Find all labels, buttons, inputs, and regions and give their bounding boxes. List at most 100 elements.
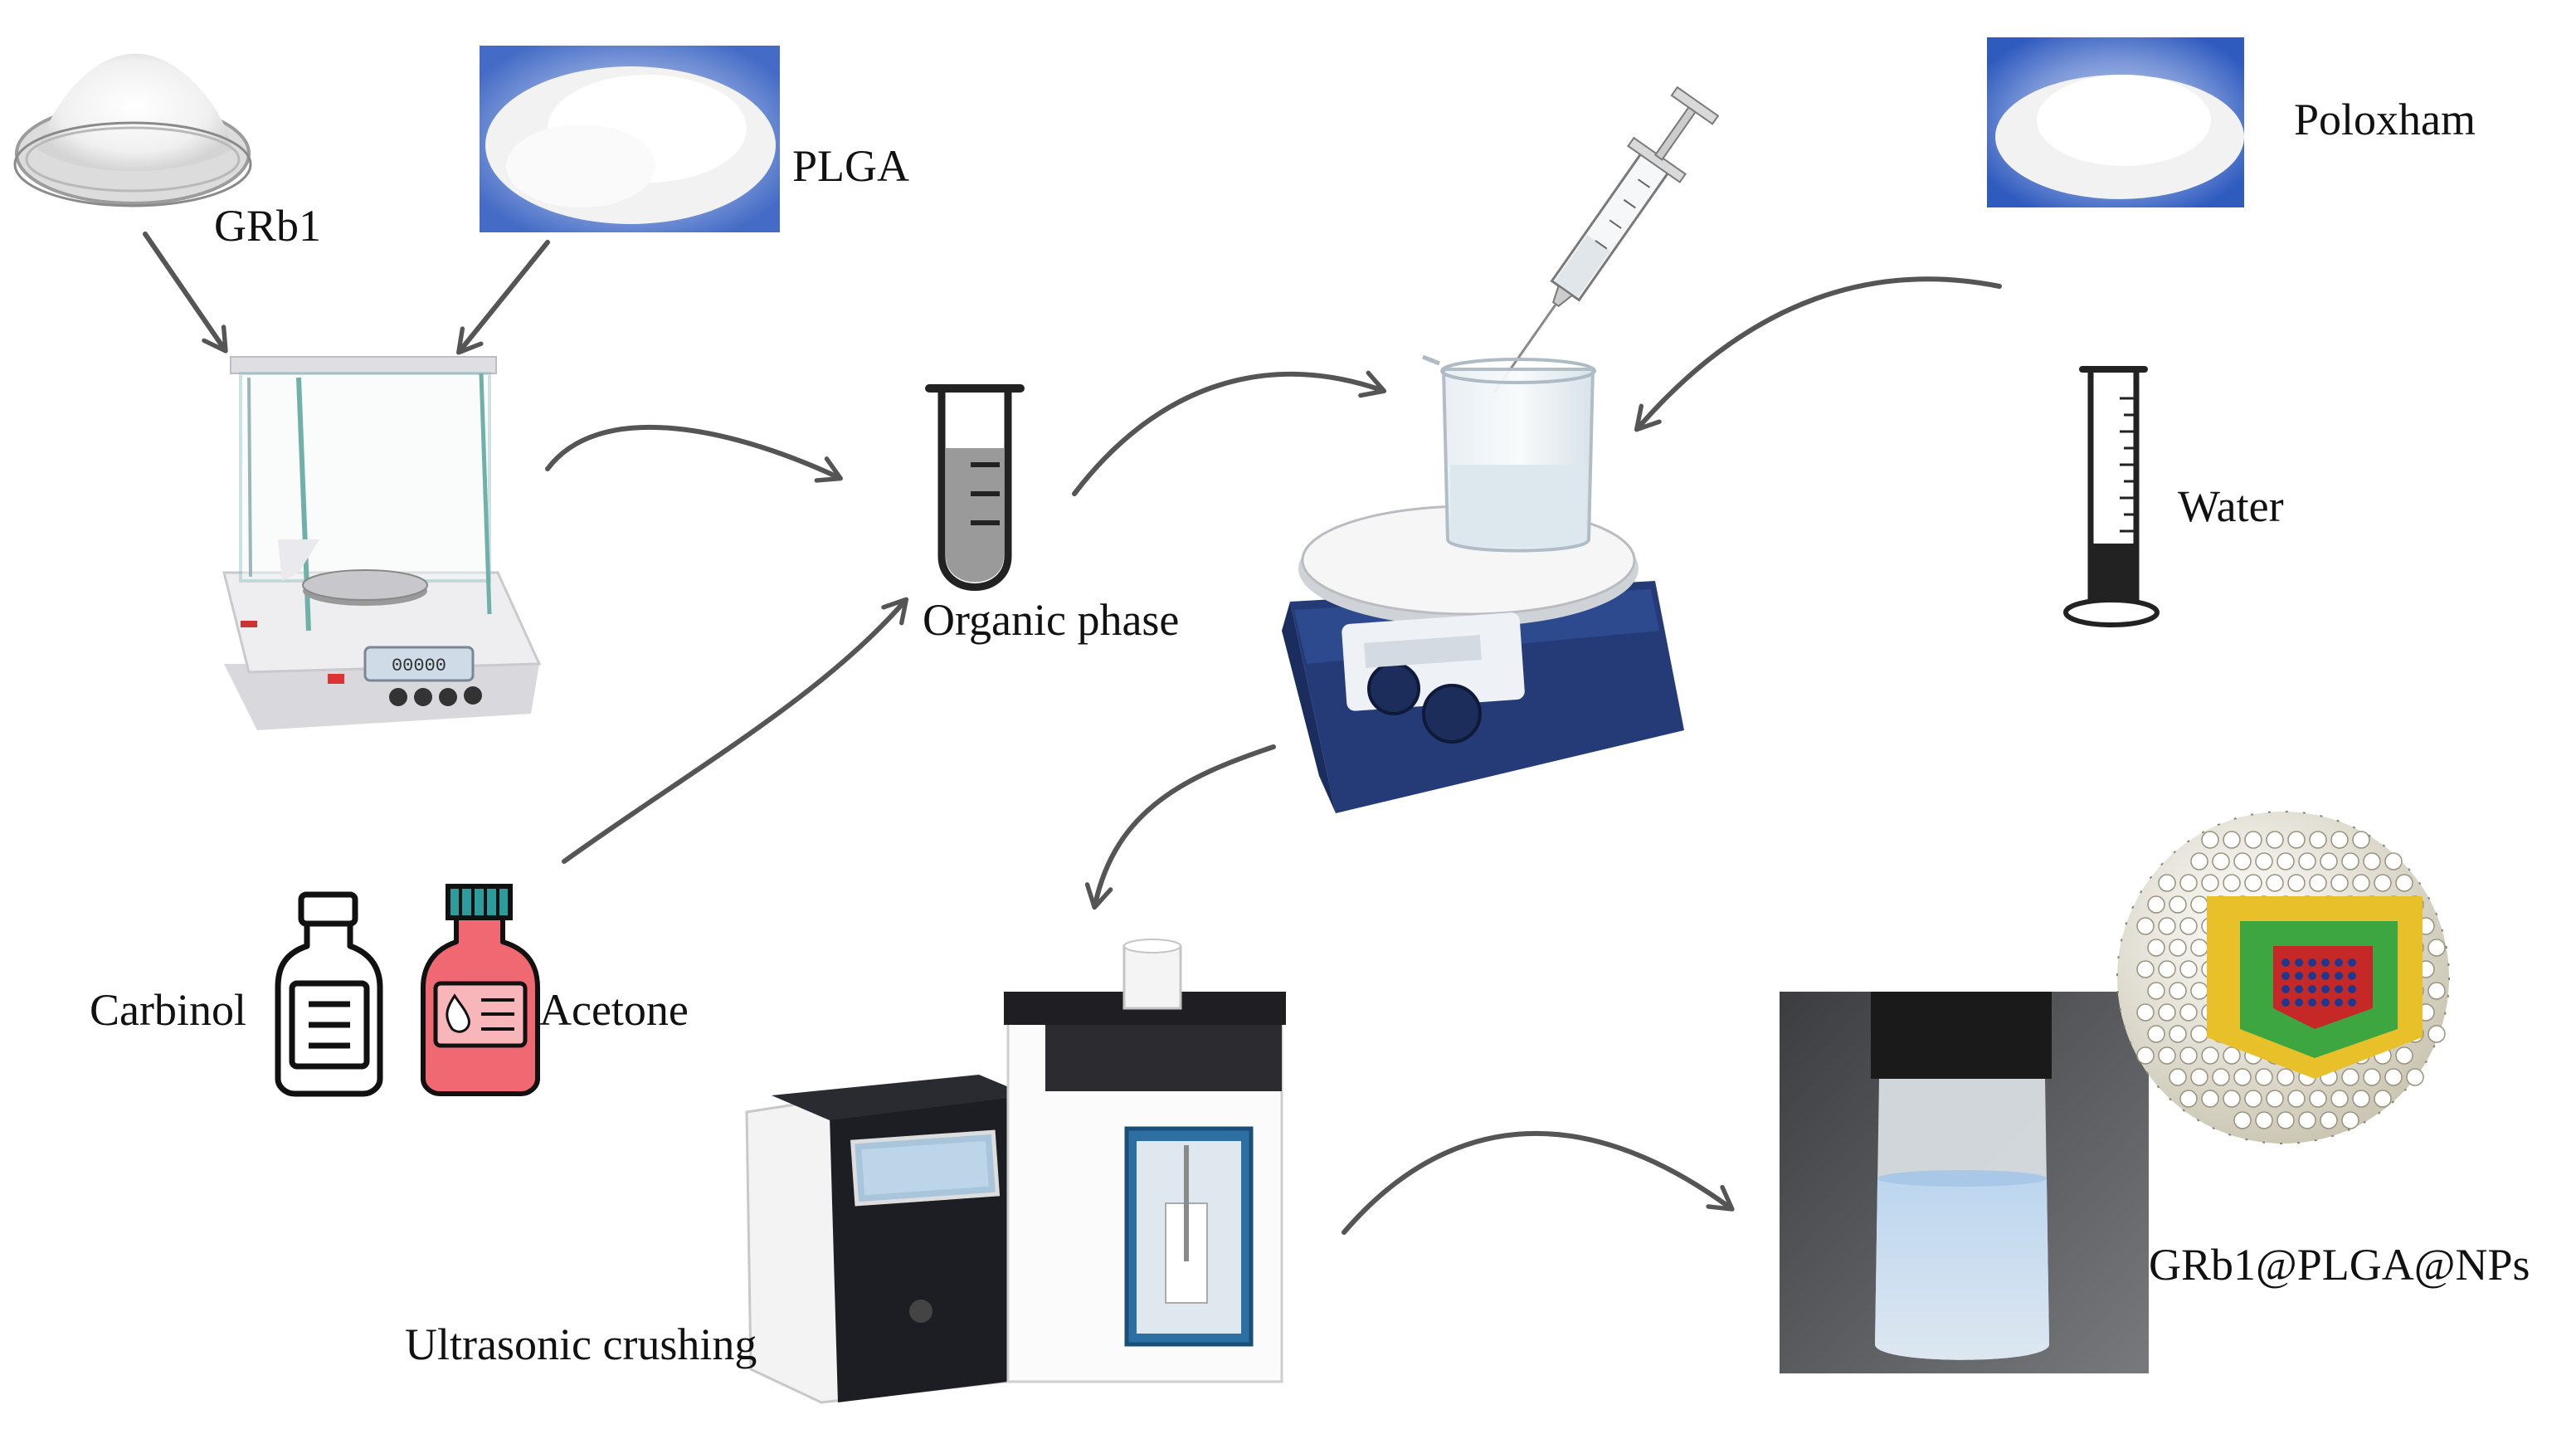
bead-dot — [2233, 1111, 2252, 1129]
bead-dot — [2147, 1025, 2165, 1043]
arrow-poloxham-to-beaker — [1634, 276, 2002, 432]
bead-dot — [2136, 960, 2155, 978]
bead-dot — [2374, 1090, 2392, 1108]
sonicator-icon — [745, 939, 1286, 1404]
core-dot — [2281, 972, 2290, 980]
bead-dot — [2298, 852, 2316, 871]
bead-dot — [2136, 1046, 2155, 1065]
beaker-icon — [1422, 354, 1596, 553]
core-dot — [2295, 985, 2303, 993]
label-grb1: GRb1 — [214, 201, 321, 251]
label-ultrasonic-crushing: Ultrasonic crushing — [405, 1319, 757, 1369]
bead-dot — [2158, 917, 2176, 935]
bead-dot — [2395, 1046, 2413, 1065]
bead-dot — [2309, 1090, 2327, 1108]
arrow-balance-to-tube — [545, 424, 843, 483]
arrow-grb1-to-balance — [143, 232, 228, 354]
bottle-icon — [275, 891, 383, 1097]
bead-dot — [2223, 1090, 2241, 1108]
core-dot — [2321, 998, 2330, 1007]
core-dot — [2308, 972, 2316, 980]
bead-dot — [2158, 960, 2176, 978]
label-organic-phase: Organic phase — [923, 595, 1179, 645]
bead-dot — [2179, 1090, 2198, 1108]
core-dot — [2348, 972, 2356, 980]
bead-dot — [2384, 1068, 2403, 1086]
balance-display-text: 00000 — [392, 656, 446, 676]
label-water: Water — [2178, 481, 2284, 531]
bead-dot — [2427, 939, 2446, 957]
bead-dot — [2179, 874, 2198, 892]
bead-dot — [2363, 852, 2381, 871]
bead-dot — [2147, 982, 2165, 1000]
bead-dot — [2395, 874, 2413, 892]
bead-dot — [2201, 1046, 2219, 1065]
core-dot — [2321, 958, 2330, 967]
bead-dot — [2255, 852, 2273, 871]
arrow-solvents-to-phase — [562, 597, 909, 864]
bead-dot — [2287, 1090, 2306, 1108]
bead-dot — [2330, 831, 2349, 849]
bead-dot — [2212, 852, 2230, 871]
syringe-icon — [1493, 85, 1720, 393]
core-dot — [2321, 985, 2330, 993]
bead-dot — [2136, 1003, 2155, 1022]
bead-dot — [2190, 1025, 2208, 1043]
bead-dot — [2190, 1068, 2208, 1086]
core-dot — [2295, 998, 2303, 1007]
label-plga: PLGA — [792, 141, 909, 191]
bead-dot — [2233, 852, 2252, 871]
bead-dot — [2374, 874, 2392, 892]
bead-dot — [2277, 852, 2295, 871]
bead-dot — [2352, 874, 2370, 892]
bead-dot — [2158, 1003, 2176, 1022]
bottle-icon — [421, 884, 540, 1096]
bead-dot — [2320, 1111, 2338, 1129]
graduated-cylinder-icon — [2063, 366, 2160, 627]
bead-dot — [2309, 874, 2327, 892]
bead-dot — [2244, 831, 2262, 849]
text-labels: GRb1 PLGA Poloxham Water Organic phase C… — [90, 95, 2530, 1369]
bead-dot — [2406, 1068, 2424, 1086]
vial-icon — [1780, 992, 2149, 1373]
bead-dot — [2287, 831, 2306, 849]
plga-powder — [480, 46, 780, 232]
bead-dot — [2255, 1068, 2273, 1086]
bead-dot — [2255, 1111, 2273, 1129]
bead-dot — [2190, 982, 2208, 1000]
bead-dot — [2244, 1090, 2262, 1108]
bead-dot — [2158, 874, 2176, 892]
label-poloxham: Poloxham — [2294, 95, 2476, 144]
core-dot — [2335, 972, 2343, 980]
bead-dot — [2330, 874, 2349, 892]
grb1-powder-dish — [13, 53, 252, 207]
core-dot — [2295, 972, 2303, 980]
bead-dot — [2223, 831, 2241, 849]
bead-dot — [2384, 852, 2403, 871]
core-dot — [2281, 985, 2290, 993]
core-dot — [2281, 958, 2290, 967]
bead-dot — [2201, 1090, 2219, 1108]
bead-dot — [2147, 895, 2165, 914]
nanoparticle-icon — [2116, 811, 2450, 1144]
balance-icon: 00000 — [222, 356, 542, 730]
bead-dot — [2136, 917, 2155, 935]
bead-dot — [2190, 895, 2208, 914]
bead-dot — [2169, 1068, 2187, 1086]
test-tube-icon — [925, 384, 1025, 591]
bead-dot — [2427, 982, 2446, 1000]
bead-dot — [2352, 831, 2370, 849]
bead-dot — [2179, 960, 2198, 978]
label-acetone: Acetone — [539, 985, 689, 1035]
core-dot — [2281, 998, 2290, 1007]
bead-dot — [2266, 874, 2284, 892]
bead-dot — [2179, 1003, 2198, 1022]
bead-dot — [2341, 852, 2359, 871]
bead-dot — [2341, 1068, 2359, 1086]
bead-dot — [2244, 874, 2262, 892]
bead-dot — [2169, 1025, 2187, 1043]
bead-dot — [2233, 1068, 2252, 1086]
core-dot — [2348, 958, 2356, 967]
